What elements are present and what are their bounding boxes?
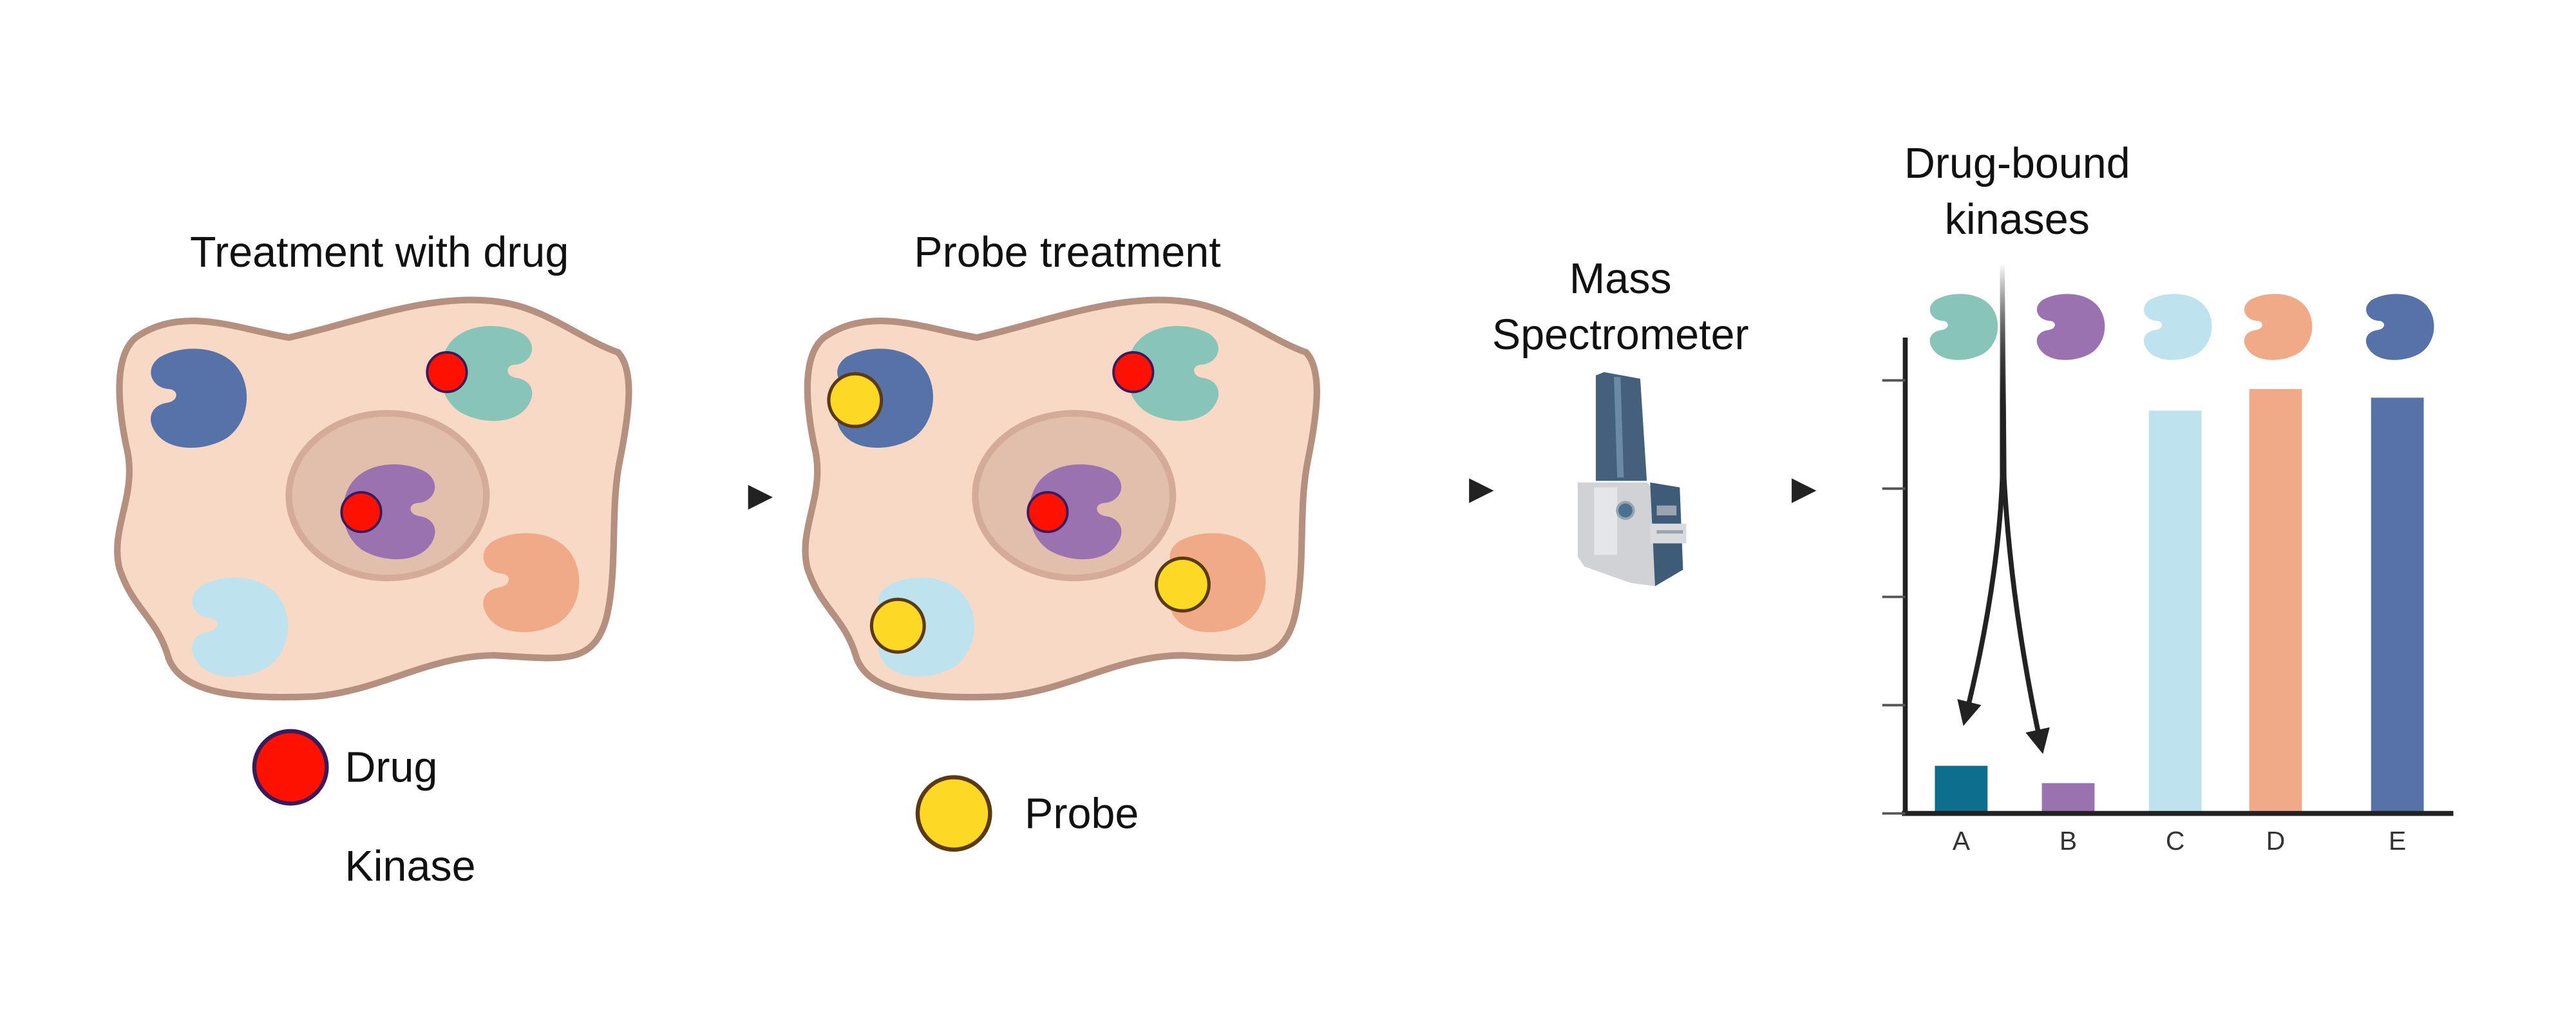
x-tick-label-C: C: [2166, 826, 2185, 856]
drug-molecule-icon: [1027, 491, 1069, 533]
annotation-arrows: [1957, 263, 2050, 754]
legend-label-drug: Drug: [345, 744, 437, 792]
drug-molecule-icon: [1112, 351, 1155, 394]
x-tick-label-E: E: [2389, 826, 2406, 856]
probe-molecule-icon: [827, 372, 884, 428]
bar-B: [2041, 783, 2095, 814]
legend-drug: Drug: [252, 729, 437, 806]
x-tick-label-D: D: [2266, 826, 2286, 856]
kinase-D-icon: [2244, 294, 2313, 360]
x-tick-label-B: B: [2060, 826, 2077, 856]
bar-E: [2371, 397, 2424, 814]
legend-label-kinase: Kinase: [345, 843, 475, 890]
annotation-line1: Drug-bound: [1904, 140, 2130, 187]
panel-drug-treatment: Treatment with drug Drug Kinase: [114, 229, 632, 923]
bar-D: [2249, 388, 2302, 814]
probe-circle-icon: [915, 775, 992, 852]
kinase-E-icon: [2365, 294, 2434, 360]
results-bar-chart: Drug-bound kinases A B C D E: [1882, 140, 2454, 856]
annotation-arrow-to-A-icon: [1957, 263, 2005, 726]
legend-label-probe: Probe: [1025, 790, 1139, 838]
axes: [1882, 337, 2454, 816]
mass-spectrometer-icon: [1577, 372, 1687, 586]
panel-title-drug-treatment: Treatment with drug: [190, 229, 569, 276]
x-tick-labels: A B C D E: [1953, 826, 2407, 856]
kinase-A-icon: [1929, 294, 1998, 360]
ms-title-line1: Mass: [1569, 255, 1672, 303]
kinase-icon: [244, 819, 344, 923]
x-tick-label-A: A: [1953, 826, 1971, 856]
probe-molecule-icon: [869, 597, 926, 654]
drug-molecule-icon: [426, 351, 468, 394]
legend-probe: Probe: [915, 775, 1139, 852]
bar-C: [2148, 410, 2202, 814]
annotation-arrow-to-B-icon: [2000, 263, 2050, 754]
drug-circle-icon: [252, 729, 329, 806]
annotation-line2: kinases: [1945, 196, 2090, 244]
kinase-C-icon: [2143, 294, 2212, 360]
panel-mass-spectrometer: Mass Spectrometer: [1492, 255, 1749, 586]
legend-kinase: Kinase: [244, 819, 475, 923]
panel-title-probe-treatment: Probe treatment: [914, 229, 1220, 276]
kinase-B-icon: [2036, 294, 2105, 360]
probe-molecule-icon: [1154, 556, 1211, 613]
ms-title-line2: Spectrometer: [1492, 311, 1749, 359]
bars: [1935, 388, 2424, 814]
panel-probe-treatment: Probe treatment Probe: [802, 229, 1320, 852]
bar-A: [1935, 765, 1988, 814]
drug-molecule-icon: [340, 491, 383, 533]
